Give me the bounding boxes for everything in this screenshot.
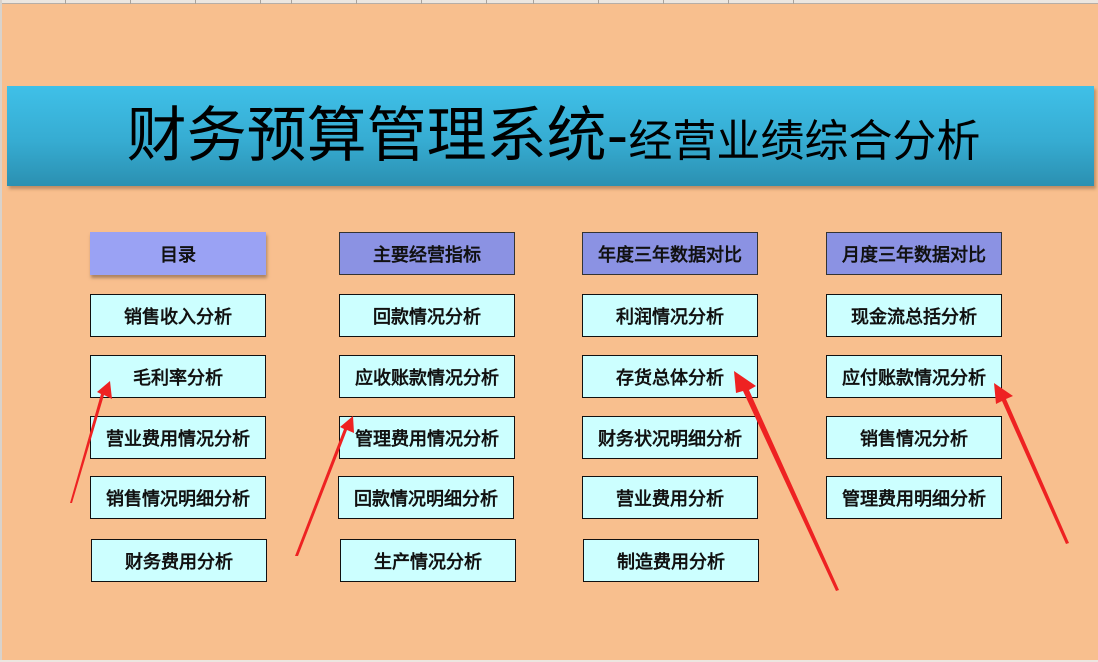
nav-button-manufacturing-cost-analysis[interactable]: 制造费用分析 [583, 539, 759, 582]
column-divider [65, 0, 66, 4]
column-divider [291, 0, 292, 4]
nav-button-annual-3yr-comparison[interactable]: 年度三年数据对比 [582, 232, 758, 275]
nav-button-sales-revenue-analysis[interactable]: 销售收入分析 [90, 294, 266, 337]
nav-button-profit-analysis[interactable]: 利润情况分析 [582, 294, 758, 337]
sheet-left-edge [0, 0, 2, 662]
column-divider [421, 0, 422, 4]
nav-button-sales-analysis[interactable]: 销售情况分析 [826, 416, 1002, 459]
nav-button-operating-cost-analysis[interactable]: 营业费用分析 [582, 476, 758, 519]
page-title-sub: 经营业绩综合分析 [628, 116, 981, 167]
nav-button-receivables-analysis[interactable]: 应收账款情况分析 [339, 355, 515, 398]
column-divider [793, 0, 794, 4]
spreadsheet-column-header-strip [0, 0, 1098, 4]
page-title-main: 财务预算管理系统- [126, 101, 629, 171]
column-divider [486, 0, 487, 4]
nav-button-monthly-3yr-comparison[interactable]: 月度三年数据对比 [826, 232, 1002, 275]
sheet-bottom-edge [0, 660, 1098, 662]
nav-button-sales-detail-analysis[interactable]: 销售情况明细分析 [90, 476, 266, 519]
nav-button-inventory-analysis[interactable]: 存货总体分析 [582, 355, 758, 398]
column-divider [260, 0, 261, 4]
nav-button-key-operating-indicators[interactable]: 主要经营指标 [339, 232, 515, 275]
nav-button-admin-expense-analysis[interactable]: 管理费用情况分析 [339, 416, 515, 459]
red-arrow-icon [994, 383, 1069, 544]
column-divider [533, 0, 534, 4]
nav-button-payables-analysis[interactable]: 应付账款情况分析 [826, 355, 1002, 398]
column-divider [663, 0, 664, 4]
nav-button-financial-expense-analysis[interactable]: 财务费用分析 [91, 539, 267, 582]
nav-button-collection-analysis[interactable]: 回款情况分析 [339, 294, 515, 337]
column-divider [356, 0, 357, 4]
nav-button-admin-expense-detail-analysis[interactable]: 管理费用明细分析 [826, 476, 1002, 519]
nav-button-operating-expense-analysis[interactable]: 营业费用情况分析 [90, 416, 266, 459]
nav-button-cash-flow-summary-analysis[interactable]: 现金流总括分析 [826, 294, 1002, 337]
nav-button-financial-status-detail-analysis[interactable]: 财务状况明细分析 [582, 416, 758, 459]
column-divider [598, 0, 599, 4]
title-banner: 财务预算管理系统-经营业绩综合分析 [7, 86, 1094, 186]
nav-button-collection-detail-analysis[interactable]: 回款情况明细分析 [338, 476, 514, 519]
column-divider [195, 0, 196, 4]
page-title: 财务预算管理系统-经营业绩综合分析 [127, 106, 981, 166]
column-divider [728, 0, 729, 4]
nav-button-production-analysis[interactable]: 生产情况分析 [340, 539, 516, 582]
nav-button-gross-margin-analysis[interactable]: 毛利率分析 [90, 355, 266, 398]
column-divider [130, 0, 131, 4]
nav-button-catalog[interactable]: 目录 [90, 232, 266, 275]
